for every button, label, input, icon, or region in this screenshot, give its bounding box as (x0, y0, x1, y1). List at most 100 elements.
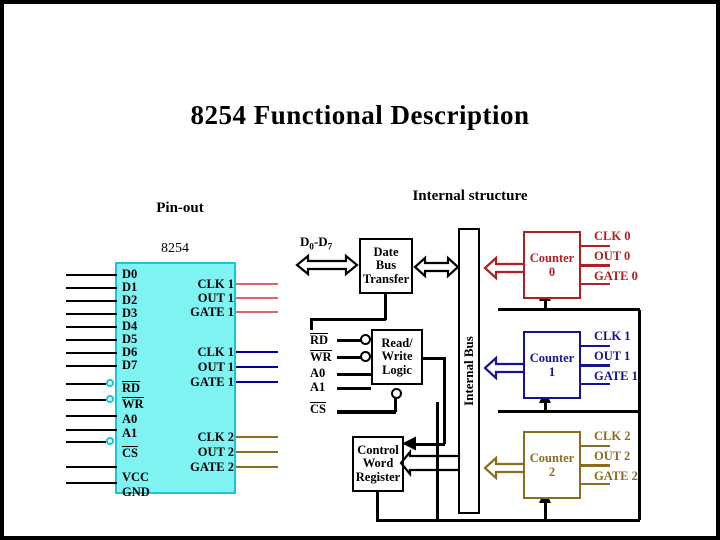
counter0-lead-clk (580, 245, 610, 247)
counter0-feed-wire (498, 308, 640, 311)
dbt-down-wire (384, 294, 387, 320)
counter2-feed-riser (544, 500, 547, 520)
pin-label-a0: A0 (122, 412, 138, 426)
chip-signal-clk1-a: CLK 1 (197, 277, 234, 291)
counter-0-box: Counter 0 (523, 231, 581, 299)
pin-label-vcc: VCC (122, 470, 150, 484)
counter1-lead-clk (580, 345, 610, 347)
rwl-wire-rd (337, 339, 361, 342)
internal-bus-bar: Internal Bus (458, 228, 480, 514)
dbt-to-rwl-wire (310, 318, 386, 321)
pin-lead-d4 (66, 326, 117, 328)
pin-label-wr: WR (122, 397, 144, 411)
rwl-wire-wr (337, 356, 361, 359)
dbt-line-2: Bus (375, 258, 397, 273)
chip-name-label: 8254 (161, 241, 189, 256)
chip-lead-out1-b (236, 366, 278, 368)
rwl-wire-a1 (337, 387, 371, 390)
counter1-lead-out (580, 364, 610, 367)
pin-lead-d7 (66, 365, 117, 367)
cwr-line-3: Register (355, 469, 401, 484)
read-write-logic-box: Read/ Write Logic (371, 329, 423, 385)
counter2-lead-out (580, 464, 610, 467)
pin-label-d2: D2 (122, 293, 138, 307)
pin-bubble-rd (106, 379, 114, 387)
counter-2-box: Counter 2 (523, 431, 581, 499)
cwr-out-wire-right (376, 519, 640, 522)
counter-0-index: 0 (548, 265, 556, 279)
counter2-lead-gate (580, 483, 610, 485)
rwl-line-2: Write (381, 349, 413, 364)
pin-bubble-cs (106, 437, 114, 445)
counter-0-signal-out: OUT 0 (594, 249, 631, 263)
rwl-out-wire-h (422, 357, 446, 360)
chip-signal-gate1-a: GATE 1 (190, 305, 234, 319)
dbt-rwl-drop-wire (310, 318, 313, 330)
pin-lead-wr (66, 399, 106, 401)
rwl-input-label-a1: A1 (310, 380, 326, 394)
chip-lead-clk1-a (236, 283, 278, 285)
counter-1-signal-out: OUT 1 (594, 349, 631, 363)
pin-lead-d1 (66, 287, 117, 289)
cwr-line-2: Word (362, 456, 394, 471)
pin-label-d5: D5 (122, 332, 138, 346)
rwl-bubble-rd (360, 334, 371, 345)
chip-lead-clk1-b (236, 351, 278, 353)
counter1-lead-gate (580, 383, 610, 385)
counter-1-box: Counter 1 (523, 331, 581, 399)
data-bus-label: D0-D7 (300, 234, 333, 252)
chip-signal-out1-a: OUT 1 (197, 291, 234, 305)
chip-signal-clk2: CLK 2 (197, 430, 234, 444)
counter1-feed-riser (544, 400, 547, 412)
counter-2-signal-out: OUT 2 (594, 449, 631, 463)
counter-1-signal-gate: GATE 1 (594, 369, 638, 383)
counter1-feed-wire (498, 410, 640, 413)
internal-bus-label: Internal Bus (461, 336, 476, 406)
counter-2-signal-gate: GATE 2 (594, 469, 638, 483)
counter-2-signal-clk: CLK 2 (594, 429, 631, 443)
rwl-bubble-cs (391, 388, 402, 399)
cwr-line-1: Control (357, 442, 399, 457)
counter2-lead-clk (580, 445, 610, 447)
pin-lead-d5 (66, 339, 117, 341)
cwr-bus-riser-left (436, 402, 439, 520)
pin-label-d6: D6 (122, 345, 138, 359)
rwl-line-3: Logic (382, 362, 412, 377)
counter-0-signal-clk: CLK 0 (594, 229, 631, 243)
rwl-input-label-cs: CS (310, 402, 326, 416)
chip-signal-out2: OUT 2 (197, 445, 234, 459)
counter-0-name: Counter (529, 251, 575, 265)
pin-label-d3: D3 (122, 306, 138, 320)
chip-signal-gate1-b: GATE 1 (190, 375, 234, 389)
pin-label-d0: D0 (122, 267, 138, 281)
pin-label-d4: D4 (122, 319, 138, 333)
counter0-lead-out (580, 264, 610, 267)
rwl-input-label-a0: A0 (310, 366, 326, 380)
page-title: 8254 Functional Description (190, 100, 530, 130)
pin-lead-a1 (66, 429, 117, 431)
rwl-wire-a0 (337, 373, 371, 377)
counter-2-index: 2 (548, 465, 556, 479)
chip-signal-clk1-b: CLK 1 (197, 345, 234, 359)
counter0-lead-gate (580, 283, 610, 285)
chip-lead-gate1-a (236, 311, 278, 313)
rwl-out-wire-to-cwr (412, 443, 445, 446)
counter-feed-riser (638, 310, 641, 520)
pin-label-gnd: GND (122, 485, 150, 499)
chip-lead-gate2 (236, 466, 278, 468)
pin-lead-vcc (66, 466, 117, 468)
rwl-wire-cs (337, 410, 396, 414)
rwl-cs-riser (394, 396, 397, 412)
rwl-bubble-wr (360, 351, 371, 362)
cwr-out-wire-down (376, 491, 379, 522)
rwl-input-label-rd: RD (310, 333, 329, 347)
pin-lead-d6 (66, 352, 117, 354)
pin-lead-d3 (66, 313, 117, 315)
pin-lead-gnd (66, 482, 117, 484)
control-word-register-box: Control Word Register (352, 436, 404, 492)
pin-lead-a0 (66, 415, 117, 417)
pin-label-d7: D7 (122, 358, 138, 372)
chip-lead-gate1-b (236, 381, 278, 383)
dbt-line-3: Transfer (362, 271, 410, 286)
